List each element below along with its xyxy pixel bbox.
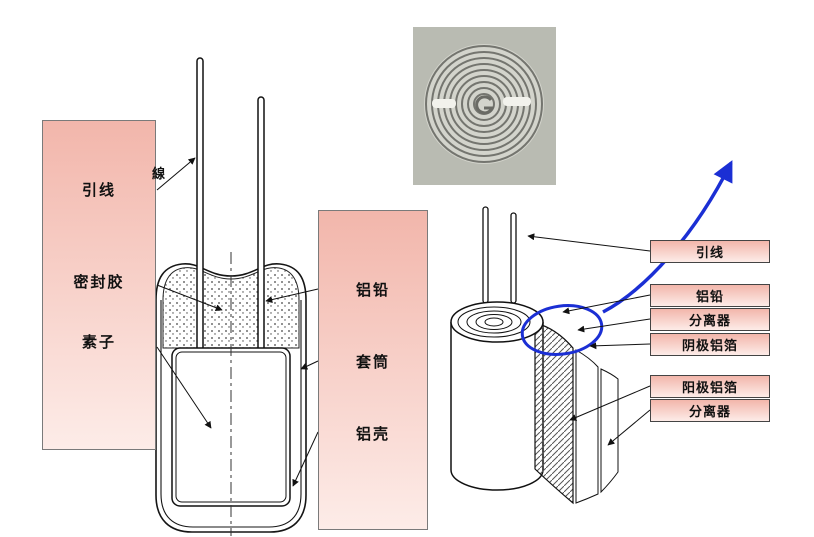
mini-label-cathode-foil: 阴极铝箔 (650, 333, 770, 356)
label-sealant: 密封胶 (73, 274, 125, 291)
lead-annotation: 線 (152, 166, 166, 181)
can-inner-wall (160, 300, 302, 528)
leader-lines-mid (265, 288, 319, 487)
mini-label-separator-1: 分离器 (650, 308, 770, 331)
leader-separator-2 (607, 409, 651, 446)
label-aluminum-case: 铝壳 (355, 426, 390, 443)
sheet-separator-1 (575, 349, 599, 504)
arrow-sealant (156, 284, 223, 312)
label-aluminum-foil: 铝铅 (355, 282, 390, 299)
label-sleeve: 套筒 (355, 354, 390, 371)
wound-lead-left (482, 206, 489, 304)
arrow-sleeve (300, 360, 319, 370)
wound-capacitor-drawing (450, 206, 619, 505)
coil-disc (424, 44, 544, 164)
mini-label-lead-wire: 引线 (650, 240, 770, 263)
lead-wire-right (257, 96, 265, 358)
mini-label-anode-foil-text: 阳极铝箔 (681, 380, 738, 395)
mini-label-cathode-foil-text: 阴极铝箔 (681, 338, 738, 353)
leader-cathode-foil (589, 342, 651, 350)
leader-foil (562, 294, 651, 315)
tab-slot-left (432, 99, 456, 108)
coil-top-face (450, 301, 544, 343)
arrow-element (156, 346, 212, 429)
label-lead-wire: 引线 (81, 182, 116, 199)
mini-label-foil: 铝铅 (650, 284, 770, 307)
mini-label-separator-2-text: 分离器 (688, 404, 731, 419)
mini-label-separator-1-text: 分离器 (688, 313, 731, 328)
mini-label-lead-wire-text: 引线 (695, 245, 724, 260)
cylinder-body (450, 322, 544, 491)
arrow-case (292, 431, 319, 487)
wound-lead-right (510, 212, 517, 304)
mini-label-anode-foil: 阳极铝箔 (650, 375, 770, 398)
leader-anode-foil (569, 385, 651, 421)
label-element: 素子 (81, 334, 116, 351)
sheet-cathode-foil (534, 322, 574, 505)
arrow-lead-wire (156, 157, 196, 191)
leader-lines-right (527, 233, 651, 446)
arrow-foil (265, 288, 319, 303)
mid-label-panel: 铝铅 套筒 铝壳 (318, 210, 428, 530)
capacitor-cross-section (155, 57, 307, 536)
lead-wire-left (196, 57, 204, 359)
leader-lead-wire (527, 233, 651, 252)
coil-top-spiral (457, 306, 531, 338)
mini-label-foil-text: 铝铅 (695, 289, 724, 304)
coil-center-mark (475, 95, 495, 115)
leader-separator-1 (577, 318, 651, 333)
leader-lines-left (156, 157, 223, 429)
tab-slot-right (503, 97, 531, 106)
left-label-panel: 引线 密封胶 素子 (42, 120, 156, 450)
coil-photo (413, 27, 556, 185)
mini-label-separator-2: 分离器 (650, 399, 770, 422)
sheet-separator-2 (600, 368, 619, 494)
highlight-ellipse (520, 304, 604, 356)
